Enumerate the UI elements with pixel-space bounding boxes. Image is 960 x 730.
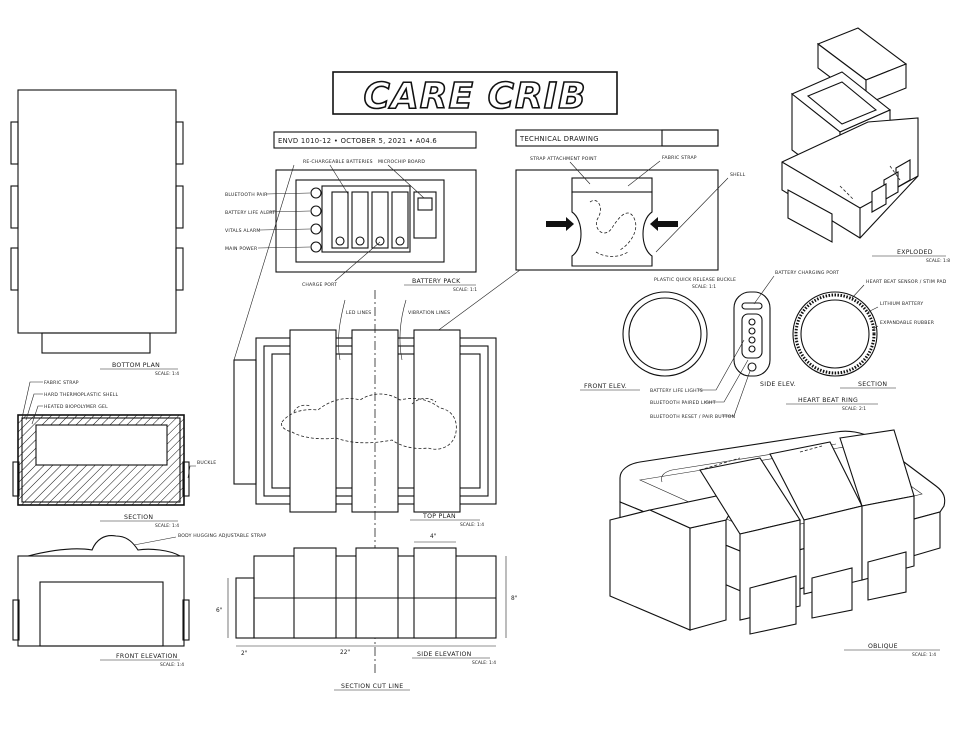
oblique-scale: SCALE: 1:4 [912,652,936,658]
side-elevation-caption: SIDE ELEVATION [417,651,472,658]
strap-label-shell: SHELL [730,172,746,178]
side-elevation-scale: SCALE: 1:4 [472,660,496,666]
ring-label-sensor: HEART BEAT SENSOR / STIM PAD [866,279,947,285]
ring-front-elev-caption: FRONT ELEV. [584,383,627,390]
exploded-caption: EXPLODED [897,249,933,256]
ring-label-reset-button: BLUETOOTH RESET / PAIR BUTTON [650,414,735,420]
battery-label-life-alert: BATTERY LIFE ALERT [225,210,275,216]
battery-label-charge-port: CHARGE PORT [302,282,337,288]
title-text: CARE CRIB [363,76,586,117]
ring-label-paired-light: BLUETOOTH PAIRED LIGHT [650,400,716,406]
ring-label-charging-port: BATTERY CHARGING PORT [775,270,839,276]
course-info-strip: ENVD 1010-12 • OCTOBER 5, 2021 • A04.6 [273,131,477,149]
ring-label-lithium: LITHIUM BATTERY [880,301,923,307]
heart-beat-ring-scale: SCALE: 2:1 [842,406,866,412]
strap-label-fabric: FABRIC STRAP [662,155,697,161]
section-label-buckle: BUCKLE [197,460,216,466]
battery-label-rechargeable: RE-CHARGEABLE BATTERIES [303,159,373,165]
top-plan-label-led: LED LINES [346,310,371,316]
section-label-gel: HEATED BIOPOLYMER GEL [44,404,108,410]
front-elevation-view: BODY HUGGING ADJUSTABLE STRAP FRONT ELEV… [12,533,266,668]
strap-label-attachment: STRAP ATTACHMENT POINT [530,156,597,162]
battery-label-microchip: MICROCHIP BOARD [378,159,425,165]
battery-pack-scale: SCALE: 1:1 [453,287,477,293]
battery-label-vitals: VITALS ALARM [225,228,261,234]
technical-drawing-strip: TECHNICAL DRAWING [515,129,719,147]
top-plan-caption: TOP PLAN [422,513,456,520]
section-caption: SECTION [124,514,153,521]
header-blank-strip [661,129,719,147]
course-line: ENVD 1010-12 • OCTOBER 5, 2021 • A04.6 [278,137,437,145]
side-dim-edge: 8" [511,596,518,602]
side-dim-height: 6" [216,608,223,614]
technical-drawing-label: TECHNICAL DRAWING [519,135,599,143]
battery-pack-caption: BATTERY PACK [412,278,461,285]
front-elevation-scale: SCALE: 1:4 [160,662,184,668]
ring-section-caption: SECTION [858,381,887,388]
oblique-view: OBLIQUE SCALE: 1:4 [609,429,946,658]
strap-detail-view: STRAP ATTACHMENT POINT FABRIC STRAP SHEL… [435,155,746,333]
front-elevation-strap-label: BODY HUGGING ADJUSTABLE STRAP [178,533,266,539]
section-cut-line: SECTION CUT LINE [334,290,410,691]
battery-label-bluetooth: BLUETOOTH PAIR [225,192,268,198]
ring-label-plastic-scale: SCALE: 1:1 [692,284,716,290]
section-label-hard-shell: HARD THERMOPLASTIC SHELL [44,392,118,398]
bottom-plan-scale: SCALE: 1:4 [155,371,179,377]
front-elevation-caption: FRONT ELEVATION [116,653,178,660]
ring-side-elev-caption: SIDE ELEV. [760,381,796,388]
section-scale: SCALE: 1:4 [155,523,179,529]
top-plan-scale: SCALE: 1:4 [460,522,484,528]
side-dim-offset: 2" [241,651,248,657]
heart-beat-ring-caption: HEART BEAT RING [798,397,858,404]
title-block: CARE CRIB [332,71,618,118]
battery-pack-view: RE-CHARGEABLE BATTERIES MICROCHIP BOARD … [225,159,477,293]
exploded-view: EXPLODED SCALE: 1:8 [781,27,950,264]
ring-label-battery-lights: BATTERY LIFE LIGHTS [650,388,703,394]
section-view: FABRIC STRAP HARD THERMOPLASTIC SHELL HE… [12,380,216,529]
battery-label-main-power: MAIN POWER [225,246,258,252]
section-cut-caption: SECTION CUT LINE [341,683,403,690]
top-plan-view: LED LINES VIBRATION LINES TOP PLAN SCALE… [233,164,497,528]
top-plan-label-vibration: VIBRATION LINES [408,310,450,316]
ring-label-plastic-quick: PLASTIC QUICK RELEASE BUCKLE [654,277,736,283]
side-dim-strap-width: 4" [430,534,437,540]
bottom-plan-view: BOTTOM PLAN SCALE: 1:4 [10,89,184,377]
ring-label-rubber: EXPANDABLE RUBBER [880,320,935,326]
side-dim-length: 22" [340,650,350,656]
side-elevation-view: 4" 6" 8" 2" 22" SIDE ELEVATION SCALE: 1:… [216,534,518,666]
bottom-plan-caption: BOTTOM PLAN [112,362,160,369]
heart-beat-ring-view: PLASTIC QUICK RELEASE BUCKLE SCALE: 1:1 … [580,270,947,420]
oblique-caption: OBLIQUE [868,643,898,650]
section-label-fabric-strap: FABRIC STRAP [44,380,79,386]
exploded-scale: SCALE: 1:8 [926,258,950,264]
